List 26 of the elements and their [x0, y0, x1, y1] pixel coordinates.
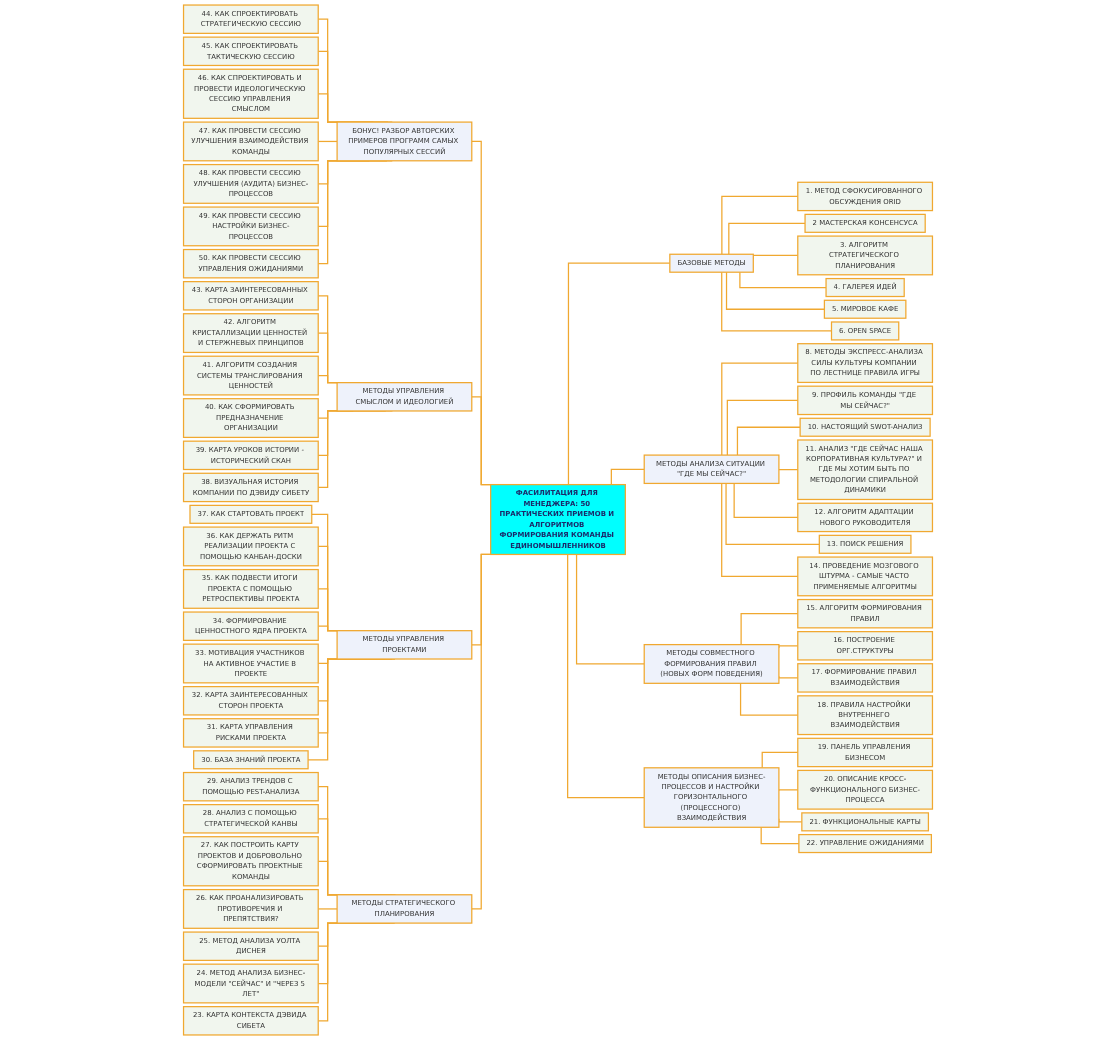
connector	[721, 271, 833, 332]
connector	[778, 675, 799, 679]
connector	[721, 362, 799, 456]
connector	[740, 613, 799, 646]
connector	[575, 553, 645, 665]
connector	[728, 222, 806, 255]
connector	[778, 818, 803, 823]
connector	[721, 195, 799, 255]
connector	[610, 468, 645, 486]
connector	[721, 482, 799, 578]
connector	[733, 482, 799, 519]
connector	[739, 682, 799, 716]
connector	[725, 482, 820, 545]
connector	[760, 826, 800, 845]
connector	[725, 271, 826, 310]
connector	[778, 469, 799, 471]
connector	[736, 426, 801, 456]
connector	[726, 399, 799, 456]
connector	[567, 553, 645, 799]
connector	[778, 789, 799, 792]
connector	[317, 140, 338, 143]
connector	[752, 254, 799, 260]
connector	[761, 751, 799, 769]
connector	[317, 908, 338, 910]
connector	[567, 262, 671, 486]
connector	[739, 271, 827, 289]
